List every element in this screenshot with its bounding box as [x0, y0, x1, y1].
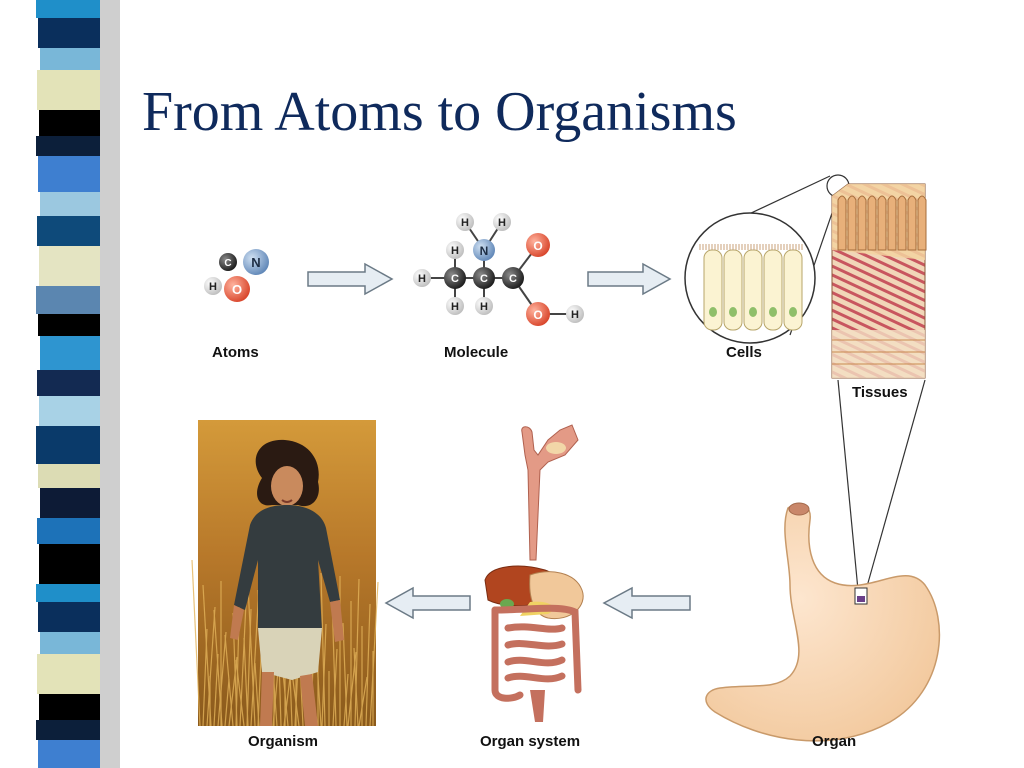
label-molecule: Molecule [444, 344, 509, 361]
arrow-right-1 [307, 262, 394, 296]
mol-n: N [480, 244, 489, 258]
mol-h1: H [461, 217, 469, 229]
label-cells: Cells [726, 344, 762, 361]
label-organ: Organ [812, 733, 857, 750]
molecule-group [422, 221, 575, 315]
sidebar-stripes [36, 0, 120, 768]
atom-o-label: O [232, 282, 242, 297]
mol-o1: O [533, 239, 542, 253]
mol-c3: C [509, 273, 517, 285]
hiker-photo-icon [191, 420, 379, 727]
mol-c1: C [451, 273, 459, 285]
mol-h6: H [480, 301, 488, 313]
mol-h4: H [418, 273, 426, 285]
mol-h7: H [571, 309, 579, 321]
digestive-system-icon [484, 424, 584, 722]
mol-o2: O [533, 308, 542, 322]
atom-c-label: C [224, 258, 231, 269]
molecule-atoms: H H H N H C C C O H H O H [413, 213, 584, 326]
label-atoms: Atoms [212, 344, 259, 361]
mol-h5: H [451, 301, 459, 313]
arrow-right-2 [587, 262, 672, 296]
stomach-icon [705, 502, 941, 742]
mol-h2: H [498, 217, 506, 229]
slide-title: From Atoms to Organisms [142, 81, 737, 143]
atom-n-label: N [251, 255, 260, 270]
atom-h-label: H [209, 281, 217, 293]
arrow-left-2 [384, 586, 471, 620]
tissue-block-icon [826, 174, 927, 591]
arrow-left-1 [602, 586, 691, 620]
epithelial-cells-icon [684, 175, 841, 344]
atoms-group: C N H O [204, 249, 269, 302]
label-organ-system: Organ system [480, 733, 581, 750]
label-tissues: Tissues [852, 384, 908, 401]
mol-h3: H [451, 245, 459, 257]
label-organism: Organism [248, 733, 319, 750]
mol-c2: C [480, 273, 488, 285]
